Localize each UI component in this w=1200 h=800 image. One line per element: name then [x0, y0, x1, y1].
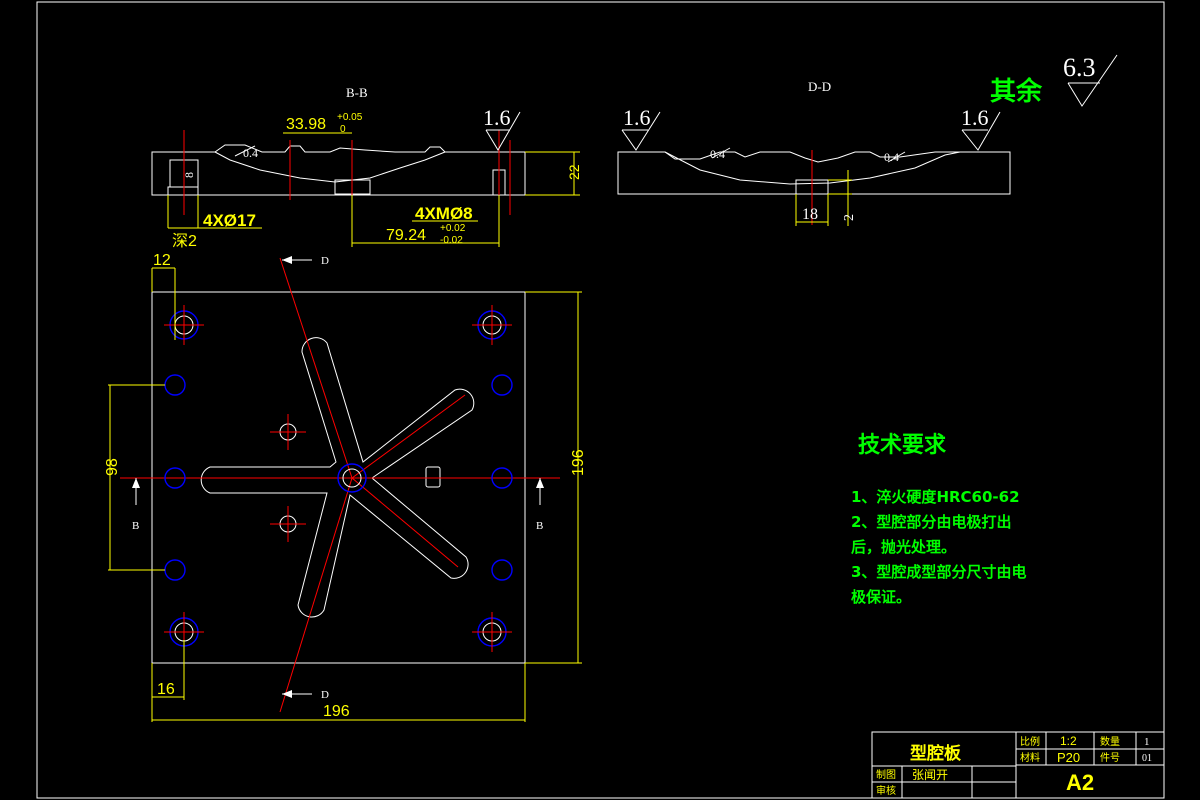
dd-roughness-right-symbol: 1.6: [961, 105, 1001, 151]
scale-label: 比例: [1020, 735, 1040, 748]
scale-value: 1:2: [1060, 734, 1077, 748]
dd-width: 18: [802, 206, 818, 223]
square-pocket: [425, 466, 441, 488]
plan-pitch: 98: [104, 458, 121, 476]
sheet-border: [36, 1, 1165, 799]
tech-item-5: 极保证。: [851, 588, 911, 606]
qty-label: 数量: [1100, 735, 1120, 748]
bb-counterbore: 4XØ17: [203, 211, 256, 230]
threaded-hole: [164, 559, 186, 581]
dd-depth: 2: [842, 214, 857, 221]
bb-bottom-tol-upper: +0.02: [440, 223, 466, 234]
cut-b-left-label: B: [132, 520, 139, 532]
plan-top-offset: 12: [153, 252, 171, 269]
dd-dimensions: 18 2: [795, 170, 857, 226]
other-roughness: 其余 6.3: [990, 53, 1118, 107]
tech-item-2: 2、型腔部分由电极打出: [851, 513, 1011, 531]
section-dd: D-D 0.4 0.4: [617, 79, 1011, 225]
checked-label: 审核: [876, 784, 896, 797]
dd-roughness-left-value: 1.6: [623, 105, 651, 130]
bb-dimensions: 33.98 +0.05 0 22 4XØ17 深2 4XMØ8 79.24 +0…: [167, 112, 582, 250]
plan-dimensions: 12 16 196 98 196: [104, 252, 587, 722]
bb-top-tol-upper: +0.05: [337, 112, 363, 123]
cavity-outline: [200, 337, 475, 618]
material-value: P20: [1057, 750, 1080, 765]
other-roughness-value: 6.3: [1063, 53, 1096, 82]
dd-roughness-small-right: 0.4: [884, 150, 899, 164]
bb-roughness-small: 0.4: [243, 146, 258, 160]
plan-height: 196: [570, 449, 587, 476]
tech-item-3: 后，抛光处理。: [851, 538, 956, 556]
bb-bottom-base: 79.24: [386, 227, 426, 244]
bb-top-base: 33.98: [286, 116, 326, 133]
tech-heading: 技术要求: [858, 433, 946, 458]
tech-item-4: 3、型腔成型部分尺寸由电: [851, 563, 1026, 581]
other-roughness-label: 其余: [990, 76, 1043, 107]
pilot-hole-upper: [270, 414, 306, 450]
tech-item-1: 1、淬火硬度HRC60-62: [851, 488, 1020, 506]
section-dd-label: D-D: [808, 79, 831, 94]
part-no-label: 件号: [1100, 752, 1120, 764]
dd-roughness-small-left: 0.4: [710, 147, 725, 161]
plan-bottom-offset: 16: [157, 681, 175, 698]
plan-view: D D B B: [120, 255, 560, 713]
section-bb-label: B-B: [346, 85, 368, 100]
part-no-value: 01: [1142, 753, 1152, 764]
drawn-label: 制图: [876, 768, 896, 781]
section-bb: B-B 8: [151, 85, 526, 215]
qty-value: 1: [1144, 736, 1150, 748]
cut-d-top-label: D: [321, 255, 329, 267]
corner-hole-tr: [472, 305, 512, 345]
corner-hole-br: [472, 612, 512, 652]
bb-bottom-tol-lower: -0.02: [440, 235, 463, 246]
bb-pins: 4XMØ8: [415, 204, 473, 223]
drawn-value: 张闻开: [912, 768, 948, 782]
bb-roughness-symbol: 1.6: [483, 105, 521, 151]
pilot-hole-lower: [270, 506, 306, 542]
threaded-hole: [164, 374, 186, 396]
bb-roughness-value: 1.6: [483, 105, 511, 130]
bb-height: 22: [566, 164, 582, 180]
threaded-hole: [491, 559, 513, 581]
title-block: 型腔板 比例 1:2 数量 1 材料 P20 件号 01 制图 张闻开 审核 A…: [871, 731, 1165, 799]
threaded-hole: [164, 467, 186, 489]
plan-width: 196: [323, 703, 350, 720]
bb-small-depth: 8: [182, 172, 196, 178]
part-name: 型腔板: [910, 743, 962, 763]
corner-hole-tl: [164, 305, 204, 345]
dd-roughness-left-symbol: 1.6: [621, 105, 661, 151]
tech-requirements: 技术要求 1、淬火硬度HRC60-62 2、型腔部分由电极打出 后，抛光处理。 …: [851, 433, 1026, 606]
material-label: 材料: [1020, 751, 1040, 764]
center-hole: [337, 463, 367, 493]
cut-b-right-label: B: [536, 520, 543, 532]
bb-depth: 深2: [172, 232, 197, 250]
cut-d-bottom-label: D: [321, 689, 329, 701]
threaded-hole: [491, 467, 513, 489]
threaded-hole: [491, 374, 513, 396]
bb-top-tol-lower: 0: [340, 124, 346, 135]
sheet-size: A2: [1066, 770, 1094, 795]
dd-roughness-right-value: 1.6: [961, 105, 989, 130]
